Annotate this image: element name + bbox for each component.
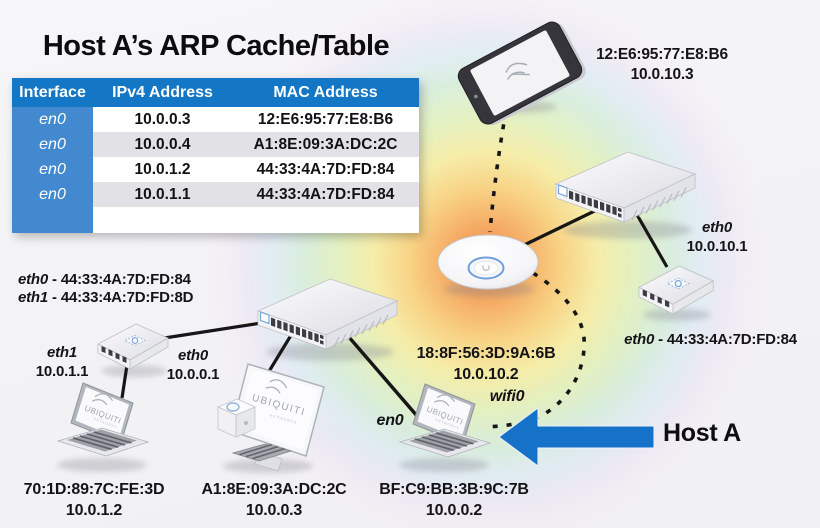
ap-ip: 10.0.10.2 — [453, 366, 519, 383]
router-iface: eth0 — [701, 219, 733, 236]
desktop-label: A1:8E:09:3A:DC:2C 10.0.0.3 — [180, 479, 368, 521]
mini-pc — [216, 398, 257, 438]
link-gateway-core-switch — [157, 319, 275, 341]
arp-iface-empty — [12, 207, 93, 233]
desktop-computer: UBIQUITI NETWORKS — [216, 363, 325, 472]
page-title: Host A’s ARP Cache/Table — [42, 30, 390, 62]
gateway-eth0-mac: eth0-44:33:4A:7D:FD:84 — [18, 271, 191, 288]
laptop-left — [57, 382, 149, 457]
arp-iface-1: en0 — [12, 132, 93, 157]
access-point — [437, 234, 539, 290]
arp-mac-2: 44:33:4A:7D:FD:84 — [232, 157, 419, 182]
host-a-laptop-label: BF:C9:BB:3B:9C:7B 10.0.0.2 — [360, 479, 548, 521]
tablet-mac: 12:E6:95:77:E8:B6 — [596, 46, 728, 63]
gateway-eth1-label: eth1 10.0.1.1 — [35, 344, 89, 380]
arp-ip-0: 10.0.0.3 — [93, 107, 232, 132]
tablet-label: 12:E6:95:77:E8:B6 10.0.10.3 — [562, 45, 762, 85]
switch-top-right — [555, 151, 696, 223]
router-ip: 10.0.10.1 — [686, 238, 748, 255]
en0-label: en0 — [376, 412, 404, 429]
arp-iface-2: en0 — [12, 157, 93, 182]
arp-iface-0: en0 — [12, 107, 93, 132]
gateway-eth0-label: eth0 10.0.0.1 — [166, 347, 220, 383]
link-gateway-laptop-left — [120, 364, 129, 399]
tablet — [457, 21, 586, 126]
tablet-brand-glyph — [505, 62, 530, 80]
link-switch-hosta-en0 — [346, 334, 426, 426]
desktop-ip: 10.0.0.3 — [245, 502, 303, 519]
desktop-mac: A1:8E:09:3A:DC:2C — [201, 481, 347, 498]
arp-empty-row — [93, 207, 419, 233]
laptop-left-label: 70:1D:89:7C:FE:3D 10.0.1.2 — [0, 479, 188, 521]
arp-ip-2: 10.0.1.2 — [93, 157, 232, 182]
arp-header-ipv4: IPv4 Address — [93, 78, 232, 107]
link-ap-switch — [517, 203, 608, 250]
arp-header-interface: Interface — [12, 78, 93, 107]
monitor-brand-glyph — [265, 379, 288, 394]
link-switch-router — [634, 212, 669, 268]
arp-header-mac: MAC Address — [232, 78, 419, 107]
arp-ip-1: 10.0.0.4 — [93, 132, 232, 157]
router-label: eth0 10.0.10.1 — [657, 218, 777, 256]
arp-mac-3: 44:33:4A:7D:FD:84 — [232, 182, 419, 207]
host-a-ip: 10.0.0.2 — [425, 502, 483, 519]
router-mac-label: eth0-44:33:4A:7D:FD:84 — [624, 331, 797, 348]
link-switch-desktop — [266, 331, 295, 374]
wireless-link-tablet-ap — [488, 110, 508, 233]
ap-label: 18:8F:56:3D:9A:6B 10.0.10.2 — [386, 343, 586, 385]
ap-mac: 18:8F:56:3D:9A:6B — [416, 345, 556, 362]
arp-mac-1: A1:8E:09:3A:DC:2C — [232, 132, 419, 157]
arp-mac-0: 12:E6:95:77:E8:B6 — [232, 107, 419, 132]
monitor-brand-subtext: NETWORKS — [269, 413, 297, 425]
arp-iface-3: en0 — [12, 182, 93, 207]
arp-table: Interface IPv4 Address MAC Address en0 1… — [12, 78, 419, 233]
gateway-eth1-mac: eth1-44:33:4A:7D:FD:8D — [18, 289, 194, 306]
ap-logo-u — [482, 265, 490, 271]
gateway-mac-labels: eth0-44:33:4A:7D:FD:84 eth1-44:33:4A:7D:… — [18, 271, 238, 307]
host-a-text: Host A — [663, 419, 741, 447]
arp-ip-3: 10.0.1.1 — [93, 182, 232, 207]
laptop-left-ip: 10.0.1.2 — [65, 502, 123, 519]
laptop-left-mac: 70:1D:89:7C:FE:3D — [23, 481, 165, 498]
wifi0-label: wifi0 — [489, 388, 525, 405]
switch-core — [257, 278, 398, 350]
desktop-keyboard — [231, 443, 293, 462]
tablet-ip: 10.0.10.3 — [630, 66, 694, 83]
router-right — [638, 265, 714, 315]
host-a-mac: BF:C9:BB:3B:9C:7B — [379, 481, 529, 498]
host-a-arrow — [498, 407, 655, 467]
